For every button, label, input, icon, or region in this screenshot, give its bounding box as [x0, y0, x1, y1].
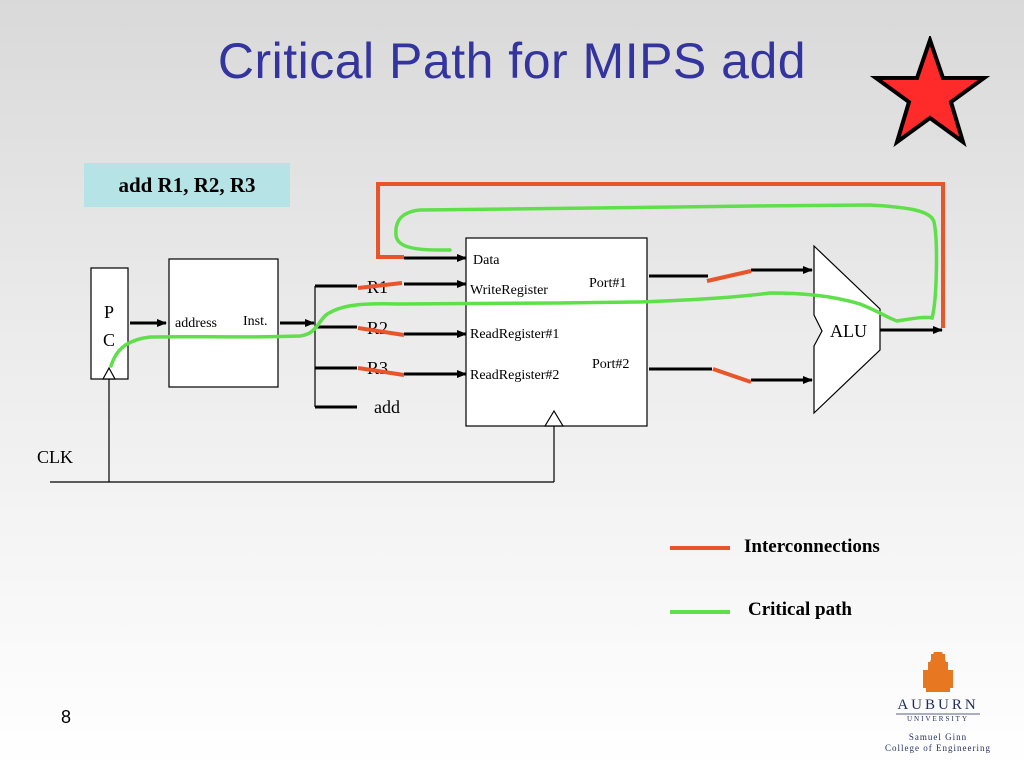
- writeback-interconnect-loop: [376, 182, 945, 328]
- imem-address-label: address: [175, 316, 217, 331]
- page-number: 8: [61, 707, 72, 727]
- legend-interconnections-label: Interconnections: [744, 536, 880, 557]
- interconnection-segments: [357, 269, 752, 384]
- interconnect-r3: [357, 366, 405, 377]
- field-label-add: add: [374, 397, 400, 417]
- logo-university: UNIVERSITY: [907, 715, 969, 723]
- critical-path-line: [109, 203, 939, 368]
- regfile-port1-label: Port#1: [589, 276, 626, 291]
- regfile-readregister1-label: ReadRegister#1: [470, 327, 559, 342]
- logo-auburn: AUBURN: [897, 697, 978, 713]
- interconnect-port1: [706, 269, 752, 283]
- regfile-data-label: Data: [473, 253, 500, 268]
- regfile-readregister2-label: ReadRegister#2: [470, 368, 559, 383]
- slide-title: Critical Path for MIPS add: [217, 33, 807, 89]
- pc-label-p: P: [104, 302, 114, 322]
- auburn-logo: AUBURN UNIVERSITY Samuel Ginn College of…: [885, 652, 991, 753]
- instruction-memory: [168, 258, 279, 388]
- alu-label: ALU: [830, 321, 867, 341]
- alu: [813, 244, 881, 415]
- tower-icon: [923, 652, 953, 692]
- register-file: [465, 237, 648, 427]
- imem-inst-label: Inst.: [243, 314, 268, 329]
- regfile-port2-label: Port#2: [592, 357, 629, 372]
- interconnect-r2: [357, 326, 405, 337]
- interconnect-r1: [357, 281, 403, 290]
- regfile-writeregister-label: WriteRegister: [470, 283, 548, 298]
- clk-label: CLK: [37, 447, 73, 467]
- instruction-box: add R1, R2, R3: [84, 163, 290, 207]
- pc-label-c: C: [103, 330, 115, 350]
- star-icon: [870, 36, 990, 148]
- interconnect-port2: [712, 367, 752, 384]
- logo-samuel-ginn: Samuel Ginn: [909, 732, 967, 742]
- pc-register: [90, 267, 129, 380]
- legend-critical-path-label: Critical path: [748, 599, 852, 620]
- logo-college: College of Engineering: [885, 743, 991, 753]
